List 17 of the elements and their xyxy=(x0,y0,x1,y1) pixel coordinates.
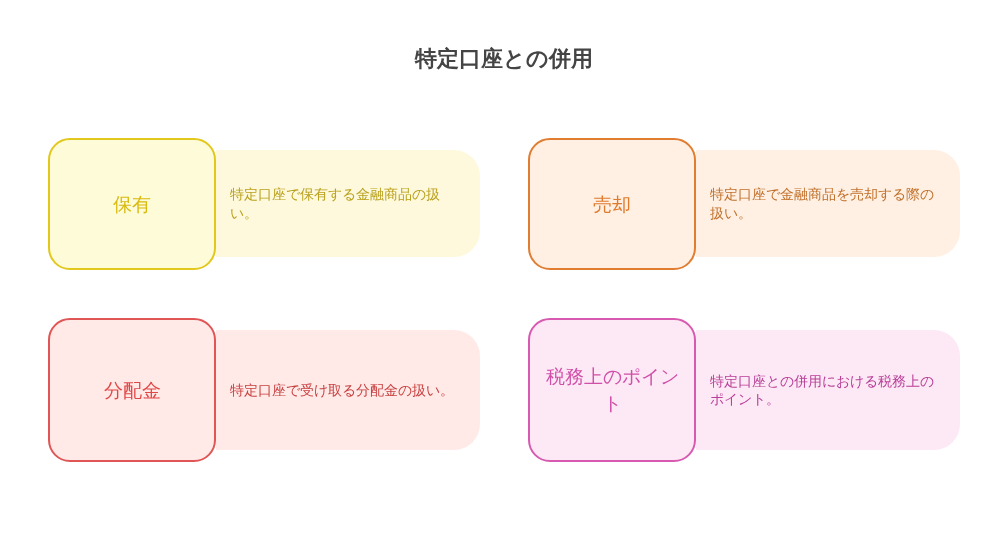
description-text: 特定口座との併用における税務上のポイント。 xyxy=(710,371,935,409)
description-panel xyxy=(216,330,480,450)
category-box xyxy=(48,138,216,270)
category-box xyxy=(528,138,696,270)
description-panel xyxy=(216,150,480,257)
diagram-title: 特定口座との併用 xyxy=(415,45,593,73)
description-text: 特定口座で受け取る分配金の扱い。 xyxy=(230,380,454,400)
category-box xyxy=(48,318,216,462)
description-text: 特定口座で保有する金融商品の扱い。 xyxy=(230,185,441,222)
category-title: 税務上のポイント xyxy=(544,364,680,416)
category-title: 売却 xyxy=(593,191,631,217)
category-box xyxy=(528,318,696,462)
description-text: 特定口座で金融商品を売却する際の扱い。 xyxy=(710,185,935,222)
category-title: 保有 xyxy=(113,191,151,217)
category-title: 分配金 xyxy=(103,377,161,403)
description-panel xyxy=(696,330,960,450)
description-panel xyxy=(696,150,960,257)
